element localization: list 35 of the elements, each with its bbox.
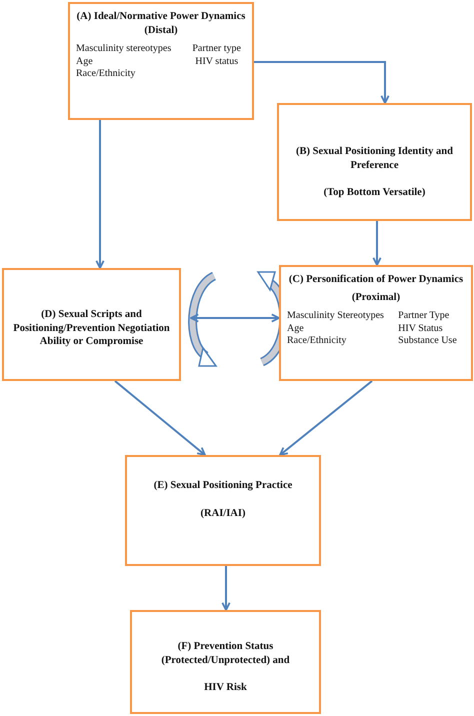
arrow — [372, 221, 382, 266]
factor-text: Partner type — [191, 43, 242, 56]
factor-text: Age — [76, 56, 94, 68]
box-heading: (B) Sexual Positioning Identity and Preference — [295, 145, 454, 172]
arrow — [190, 314, 280, 322]
factor-text: Substance Use — [398, 335, 458, 348]
factor-text: Partner Type — [398, 310, 450, 323]
arrow — [114, 380, 206, 456]
factor-text: Masculinity Stereotypes — [287, 310, 385, 323]
factor-text: Masculinity stereotypes — [76, 43, 172, 56]
factor-text: Race/Ethnicity — [287, 335, 348, 348]
box-heading: HIV Risk — [203, 681, 248, 695]
process-box — [277, 103, 472, 221]
process-box — [2, 268, 181, 381]
arrow — [222, 566, 230, 611]
factor-text: Age — [287, 322, 305, 336]
factor-text: HIV Status — [398, 322, 444, 336]
process-box — [130, 610, 321, 714]
arrow — [96, 120, 104, 269]
arrow — [279, 380, 373, 456]
box-heading: (A) Ideal/Normative Power Dynamics — [76, 10, 246, 24]
process-box — [279, 265, 473, 381]
factor-text: Race/Ethnicity — [76, 68, 136, 81]
box-heading: (Distal) — [143, 24, 179, 38]
arrow — [254, 61, 390, 104]
box-heading: (F) Prevention Status (Protected/Unprotected) and — [160, 640, 291, 668]
box-heading: (E) Sexual Positioning Practice — [152, 479, 294, 493]
factor-text: HIV status — [194, 56, 240, 68]
process-box — [68, 2, 254, 120]
process-box — [125, 455, 321, 566]
box-heading: (RAI/IAI) — [200, 506, 246, 520]
box-heading: (D) Sexual Scripts and Positioning/Prevention Negotiation Ability or Compromise — [12, 308, 171, 349]
box-heading: (Top Bottom Versatile) — [322, 186, 426, 200]
box-heading: (Proximal) — [350, 290, 402, 304]
box-heading: (C) Personification of Power Dynamics — [288, 273, 464, 287]
